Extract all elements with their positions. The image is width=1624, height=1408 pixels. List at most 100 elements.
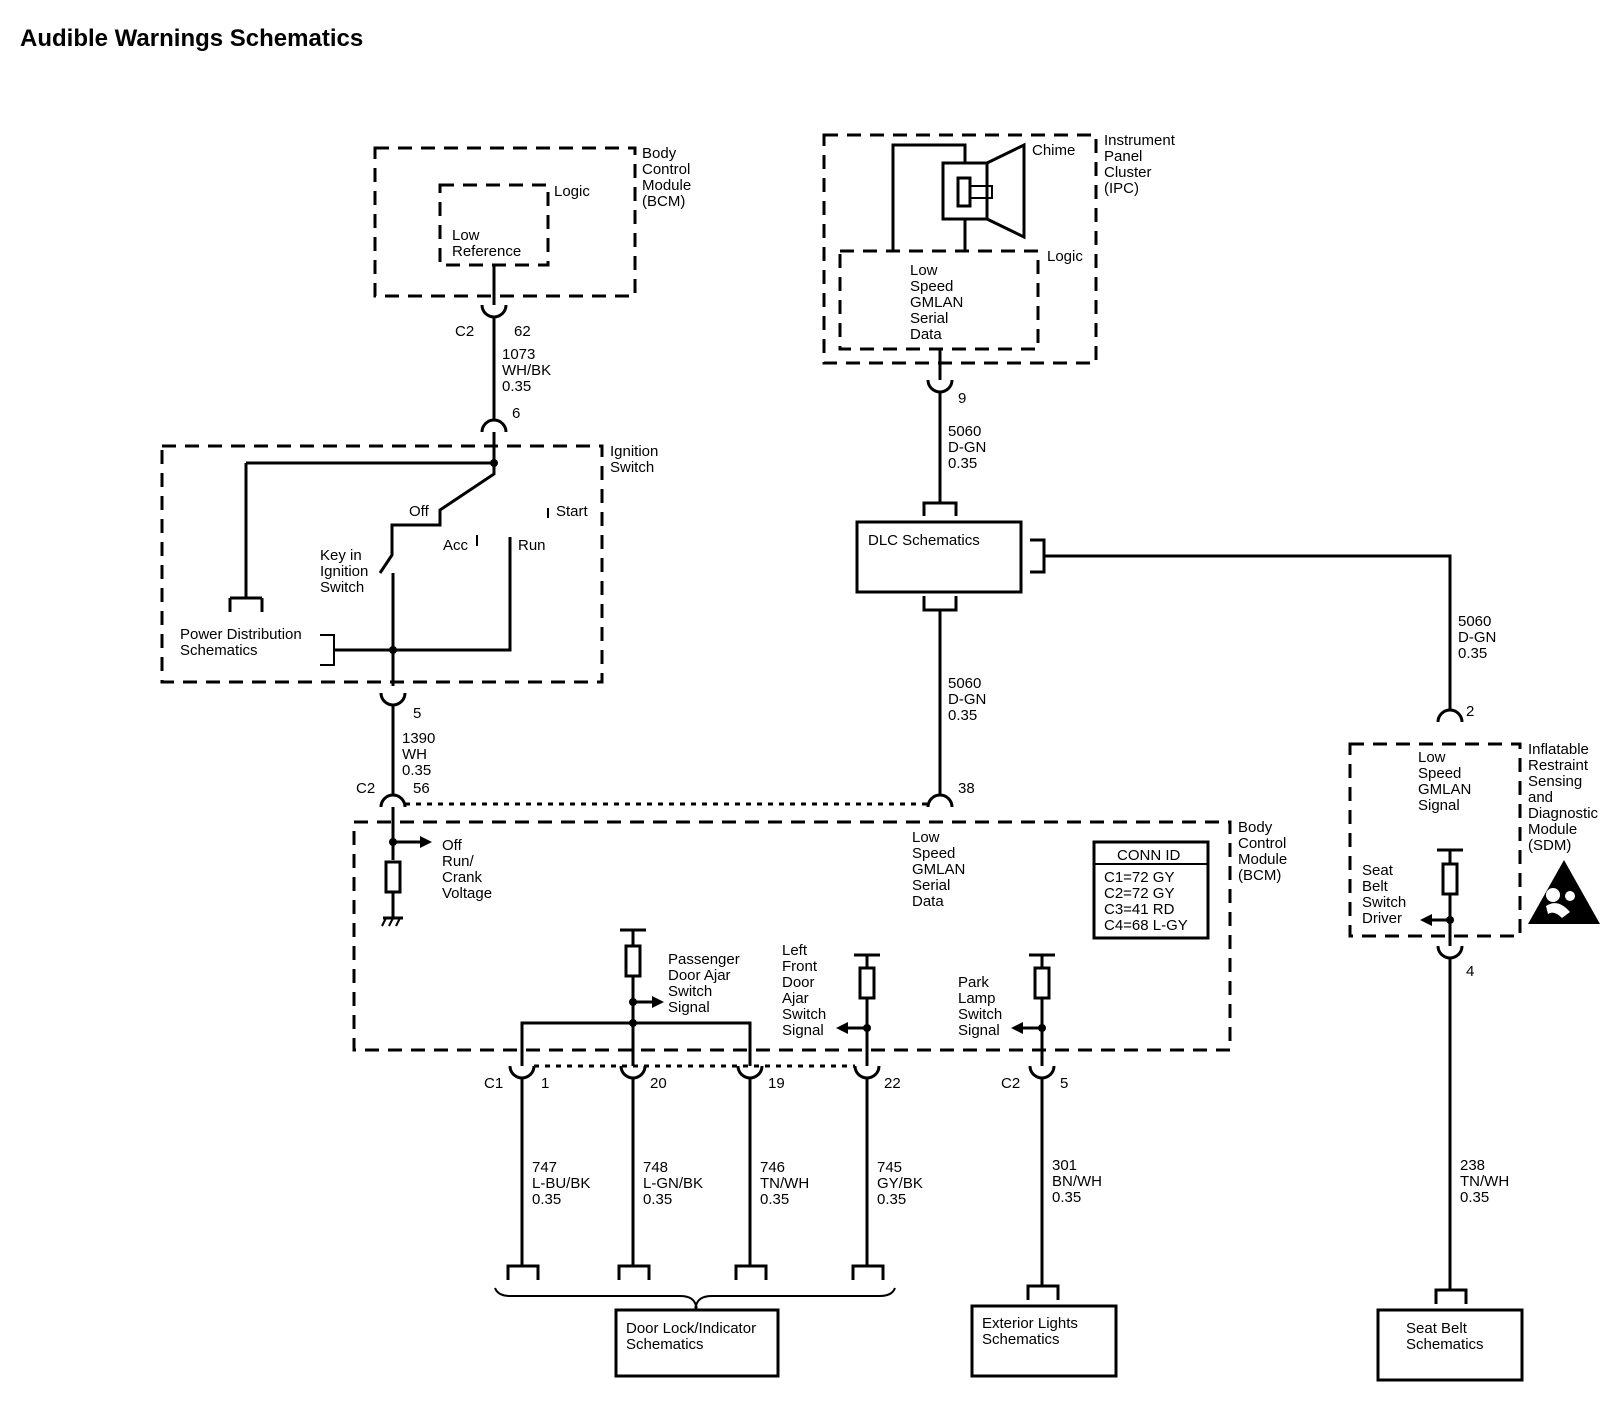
- pin-22-label: 22: [884, 1075, 901, 1092]
- seat-belt-dest-label-2: Schematics: [1406, 1336, 1484, 1353]
- wire-747-num: 747: [532, 1159, 557, 1176]
- bcm-c2-62-connector: C2 62: [455, 304, 531, 340]
- wire-1073-label: 1073 WH/BK 0.35: [502, 346, 551, 395]
- low-ref-label-1: Low: [452, 227, 480, 244]
- ignition-name-1: Ignition: [610, 443, 658, 460]
- ipc-name-4: (IPC): [1104, 180, 1139, 197]
- lf-door-label-4: Ajar: [782, 990, 809, 1007]
- wire-5060-b-num: 5060: [948, 675, 981, 692]
- wire-301-label: 301 BN/WH 0.35: [1052, 1157, 1102, 1206]
- wire-746-color: TN/WH: [760, 1175, 809, 1192]
- start-label: Start: [556, 503, 589, 520]
- bcm-gmlan-2: Speed: [912, 845, 955, 862]
- wire-1073-gauge: 0.35: [502, 378, 531, 395]
- sdm-name-5: Diagnostic: [1528, 805, 1599, 822]
- page-title: Audible Warnings Schematics: [20, 25, 363, 52]
- off-run-label-4: Voltage: [442, 885, 492, 902]
- low-ref-label-2: Reference: [452, 243, 521, 260]
- run-label: Run: [518, 537, 546, 554]
- wire-238-gauge: 0.35: [1460, 1189, 1489, 1206]
- wire-745-gauge: 0.35: [877, 1191, 906, 1208]
- conn-id-c4: C4=68 L-GY: [1104, 917, 1188, 934]
- c2-pin5-conn-label: C2: [1001, 1075, 1020, 1092]
- wire-1073-color: WH/BK: [502, 362, 551, 379]
- wire-5060-b-color: D-GN: [948, 691, 986, 708]
- sdm-name-2: Restraint: [1528, 757, 1589, 774]
- pin-56-label: 56: [413, 780, 430, 797]
- door-lock-label-2: Schematics: [626, 1336, 704, 1353]
- sdm-gmlan-2: Speed: [1418, 765, 1461, 782]
- wire-747-label: 747 L-BU/BK 0.35: [532, 1159, 590, 1208]
- sdm-module: Inflatable Restraint Sensing and Diagnos…: [1348, 741, 1599, 946]
- conn-id-c2: C2=72 GY: [1104, 885, 1174, 902]
- lf-door-label-6: Signal: [782, 1022, 824, 1039]
- sdm-pin-2-label: 2: [1466, 703, 1474, 720]
- pin-19-label: 19: [768, 1075, 785, 1092]
- key-in-label-2: Ignition: [320, 563, 368, 580]
- bcm-top-name-4: (BCM): [642, 193, 685, 210]
- bcm-gmlan-4: Serial: [912, 877, 950, 894]
- ext-lights-label-1: Exterior Lights: [982, 1315, 1078, 1332]
- dlc-schematics-box[interactable]: DLC Schematics: [855, 501, 1046, 612]
- bcm-main-name-4: (BCM): [1238, 867, 1281, 884]
- sdm-gmlan-4: Signal: [1418, 797, 1460, 814]
- bcm-top-name-3: Module: [642, 177, 691, 194]
- wire-746-gauge: 0.35: [760, 1191, 789, 1208]
- wire-238-num: 238: [1460, 1157, 1485, 1174]
- ignition-switch: Ignition Switch Power Distribution Schem…: [160, 432, 658, 686]
- instrument-panel-cluster: Instrument Panel Cluster (IPC) Chime Log…: [822, 132, 1176, 365]
- sdm-gmlan-1: Low: [1418, 749, 1446, 766]
- bcm-top-logic-label: Logic: [554, 183, 590, 200]
- c1-label: C1: [484, 1075, 503, 1092]
- ipc-name-2: Panel: [1104, 148, 1142, 165]
- power-dist-label-1: Power Distribution: [180, 626, 302, 643]
- pin-62-label: 62: [514, 323, 531, 340]
- wire-745-label: 745 GY/BK 0.35: [877, 1159, 923, 1208]
- off-run-label-3: Crank: [442, 869, 483, 886]
- exterior-lights-schematics-box[interactable]: Exterior Lights Schematics: [970, 1284, 1118, 1378]
- lf-door-label-5: Switch: [782, 1006, 826, 1023]
- bcm-top-name-2: Control: [642, 161, 690, 178]
- wire-5060-a-color: D-GN: [948, 439, 986, 456]
- ignition-name-2: Switch: [610, 459, 654, 476]
- conn-id-c1: C1=72 GY: [1104, 869, 1174, 886]
- bcm-top-module: Logic Low Reference Body Control Module …: [373, 145, 691, 298]
- sdm-pin-4-label: 4: [1466, 963, 1474, 980]
- wire-748-num: 748: [643, 1159, 668, 1176]
- park-lamp-label-3: Switch: [958, 1006, 1002, 1023]
- ignition-pin-6-connector: 6: [480, 405, 520, 433]
- off-run-label-2: Run/: [442, 853, 475, 870]
- chime-label: Chime: [1032, 142, 1075, 159]
- bcm-gmlan-1: Low: [912, 829, 940, 846]
- pin-1-label: 1: [541, 1075, 549, 1092]
- bcm-c2-56-connector: C2 56: [356, 780, 430, 808]
- wire-5060-c-gauge: 0.35: [1458, 645, 1487, 662]
- wire-1073-num: 1073: [502, 346, 535, 363]
- ipc-pin-9-connector: 9: [926, 379, 966, 407]
- ipc-logic-label: Logic: [1047, 248, 1083, 265]
- wire-301-num: 301: [1052, 1157, 1077, 1174]
- sdm-name-1: Inflatable: [1528, 741, 1589, 758]
- pin-5-label: 5: [413, 705, 421, 722]
- wire-747-color: L-BU/BK: [532, 1175, 590, 1192]
- door-lock-schematics-box[interactable]: Door Lock/Indicator Schematics: [614, 1308, 780, 1378]
- power-dist-label-2: Schematics: [180, 642, 258, 659]
- park-lamp-label-4: Signal: [958, 1022, 1000, 1039]
- wire-5060-c-label: 5060 D-GN 0.35: [1458, 613, 1496, 662]
- ipc-gmlan-1: Low: [910, 262, 938, 279]
- ipc-gmlan-3: GMLAN: [910, 294, 963, 311]
- seat-belt-label-3: Switch: [1362, 894, 1406, 911]
- wire-748-color: L-GN/BK: [643, 1175, 703, 1192]
- pin-38-label: 38: [958, 780, 975, 797]
- wire-1390-color: WH: [402, 746, 427, 763]
- seat-belt-schematics-box[interactable]: Seat Belt Schematics: [1376, 1288, 1524, 1382]
- sdm-name-4: and: [1528, 789, 1553, 806]
- conn-id-table: CONN ID C1=72 GY C2=72 GY C3=41 RD C4=68…: [1092, 840, 1210, 940]
- ignition-pin-5-connector: 5: [379, 692, 421, 722]
- wire-748-gauge: 0.35: [643, 1191, 672, 1208]
- bcm-main-name-1: Body: [1238, 819, 1273, 836]
- wire-301-gauge: 0.35: [1052, 1189, 1081, 1206]
- c2-pin-5-connector: C2 5: [1001, 1065, 1068, 1092]
- bcm-main-name-3: Module: [1238, 851, 1287, 868]
